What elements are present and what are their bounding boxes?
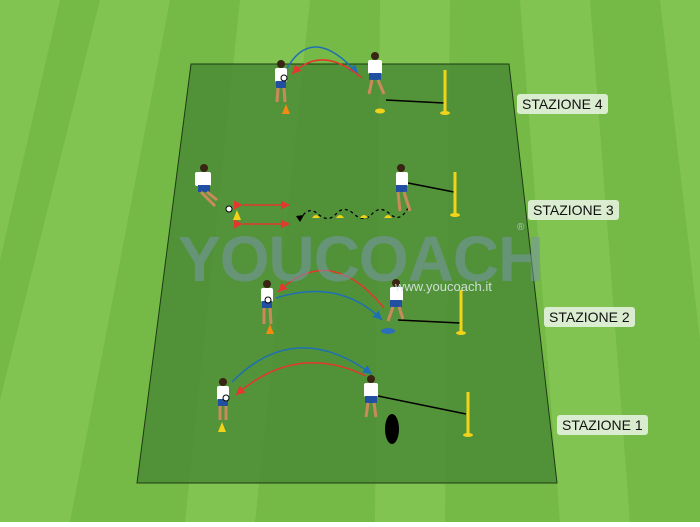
ball: [280, 74, 288, 82]
disc-cone: [375, 108, 385, 114]
station-label-1: STAZIONE 1: [557, 415, 648, 435]
cone: [282, 104, 290, 114]
pass-arc-blue: [285, 46, 359, 75]
run-line: [407, 182, 455, 193]
training-area: [136, 63, 558, 484]
watermark-url: www.youcoach.it: [395, 279, 492, 294]
station-4: [275, 46, 450, 115]
cone-row: [312, 215, 392, 218]
disc-cone: [381, 328, 395, 334]
run-line: [377, 395, 467, 415]
player: [367, 52, 386, 95]
watermark-logo: YOUCOACH: [178, 223, 544, 295]
station-label-4: STAZIONE 4: [517, 94, 608, 114]
player: [396, 164, 412, 212]
pole-marker: [456, 290, 466, 335]
ball: [225, 205, 233, 213]
player: [364, 375, 378, 418]
player: [386, 279, 405, 322]
pass-arc-red: [291, 59, 363, 79]
cone: [233, 210, 241, 220]
player: [217, 378, 229, 420]
mannequin-base: [385, 414, 399, 444]
watermark-registered-mark: ®: [517, 222, 525, 233]
pole-marker: [450, 172, 460, 217]
ball: [222, 394, 230, 402]
station-1: [217, 347, 473, 444]
cone: [218, 422, 226, 432]
station-label-2: STAZIONE 2: [544, 307, 635, 327]
run-line: [385, 99, 445, 104]
dribble-arrow-head: [296, 215, 304, 222]
pass-arc-red: [235, 361, 367, 396]
station-label-3: STAZIONE 3: [528, 200, 619, 220]
cone: [266, 324, 274, 334]
player: [195, 164, 218, 208]
station-3: [195, 164, 460, 229]
pole-marker: [463, 392, 473, 437]
pass-arc-blue: [231, 347, 373, 383]
ball: [264, 296, 272, 304]
pole-marker: [440, 70, 450, 115]
pass-arc-red: [277, 269, 385, 309]
run-line: [397, 319, 461, 324]
station-2: [261, 269, 466, 335]
pass-arc-blue: [275, 290, 383, 321]
